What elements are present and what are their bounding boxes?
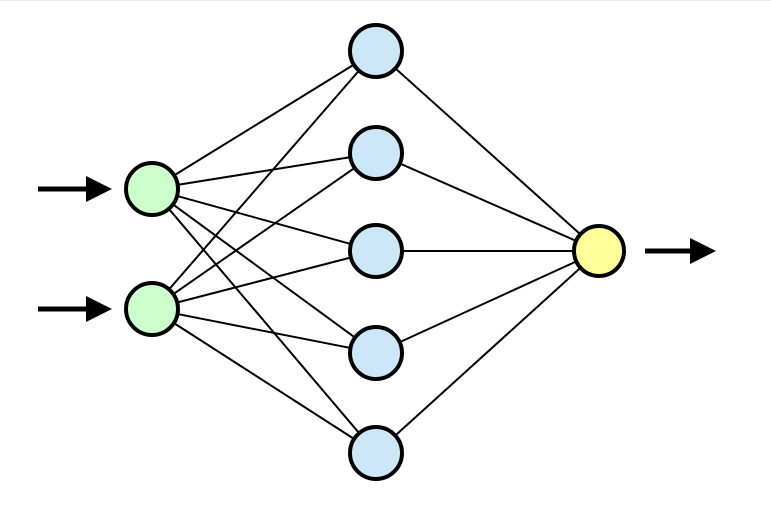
input-arrow-1-head-icon [86,176,112,202]
edge-h5-o1 [393,266,582,437]
edge-i1-h3 [175,194,353,246]
edge-i1-h5 [167,207,361,435]
edge-i1-h1 [172,63,356,177]
edge-i2-h5 [172,321,356,441]
node-output-1[interactable] [572,224,626,278]
output-arrow-1 [645,238,716,264]
edge-i1-h2 [176,155,352,187]
edge-i1-h4 [171,202,357,340]
node-input-1[interactable] [124,161,180,217]
edge-h2-o1 [398,162,578,243]
node-hidden-5[interactable] [348,425,404,481]
node-hidden-1[interactable] [348,23,404,79]
node-hidden-2[interactable] [348,125,404,181]
node-hidden-3[interactable] [348,223,404,279]
output-arrow-1-head-icon [690,238,716,264]
input-arrow-2-head-icon [86,296,112,322]
edge-h1-o1 [393,66,582,236]
edge-i2-h1 [167,69,361,291]
input-arrow-1 [38,176,112,202]
arrows-group [38,176,716,322]
node-input-2[interactable] [124,281,180,337]
edge-i2-h2 [171,166,357,296]
edge-i2-h3 [175,256,353,304]
node-hidden-4[interactable] [348,325,404,381]
edge-i2-h4 [176,312,352,350]
input-arrow-2 [38,296,112,322]
edges-group [167,63,582,441]
nodes-group [124,23,626,481]
edge-h4-o1 [398,260,578,344]
